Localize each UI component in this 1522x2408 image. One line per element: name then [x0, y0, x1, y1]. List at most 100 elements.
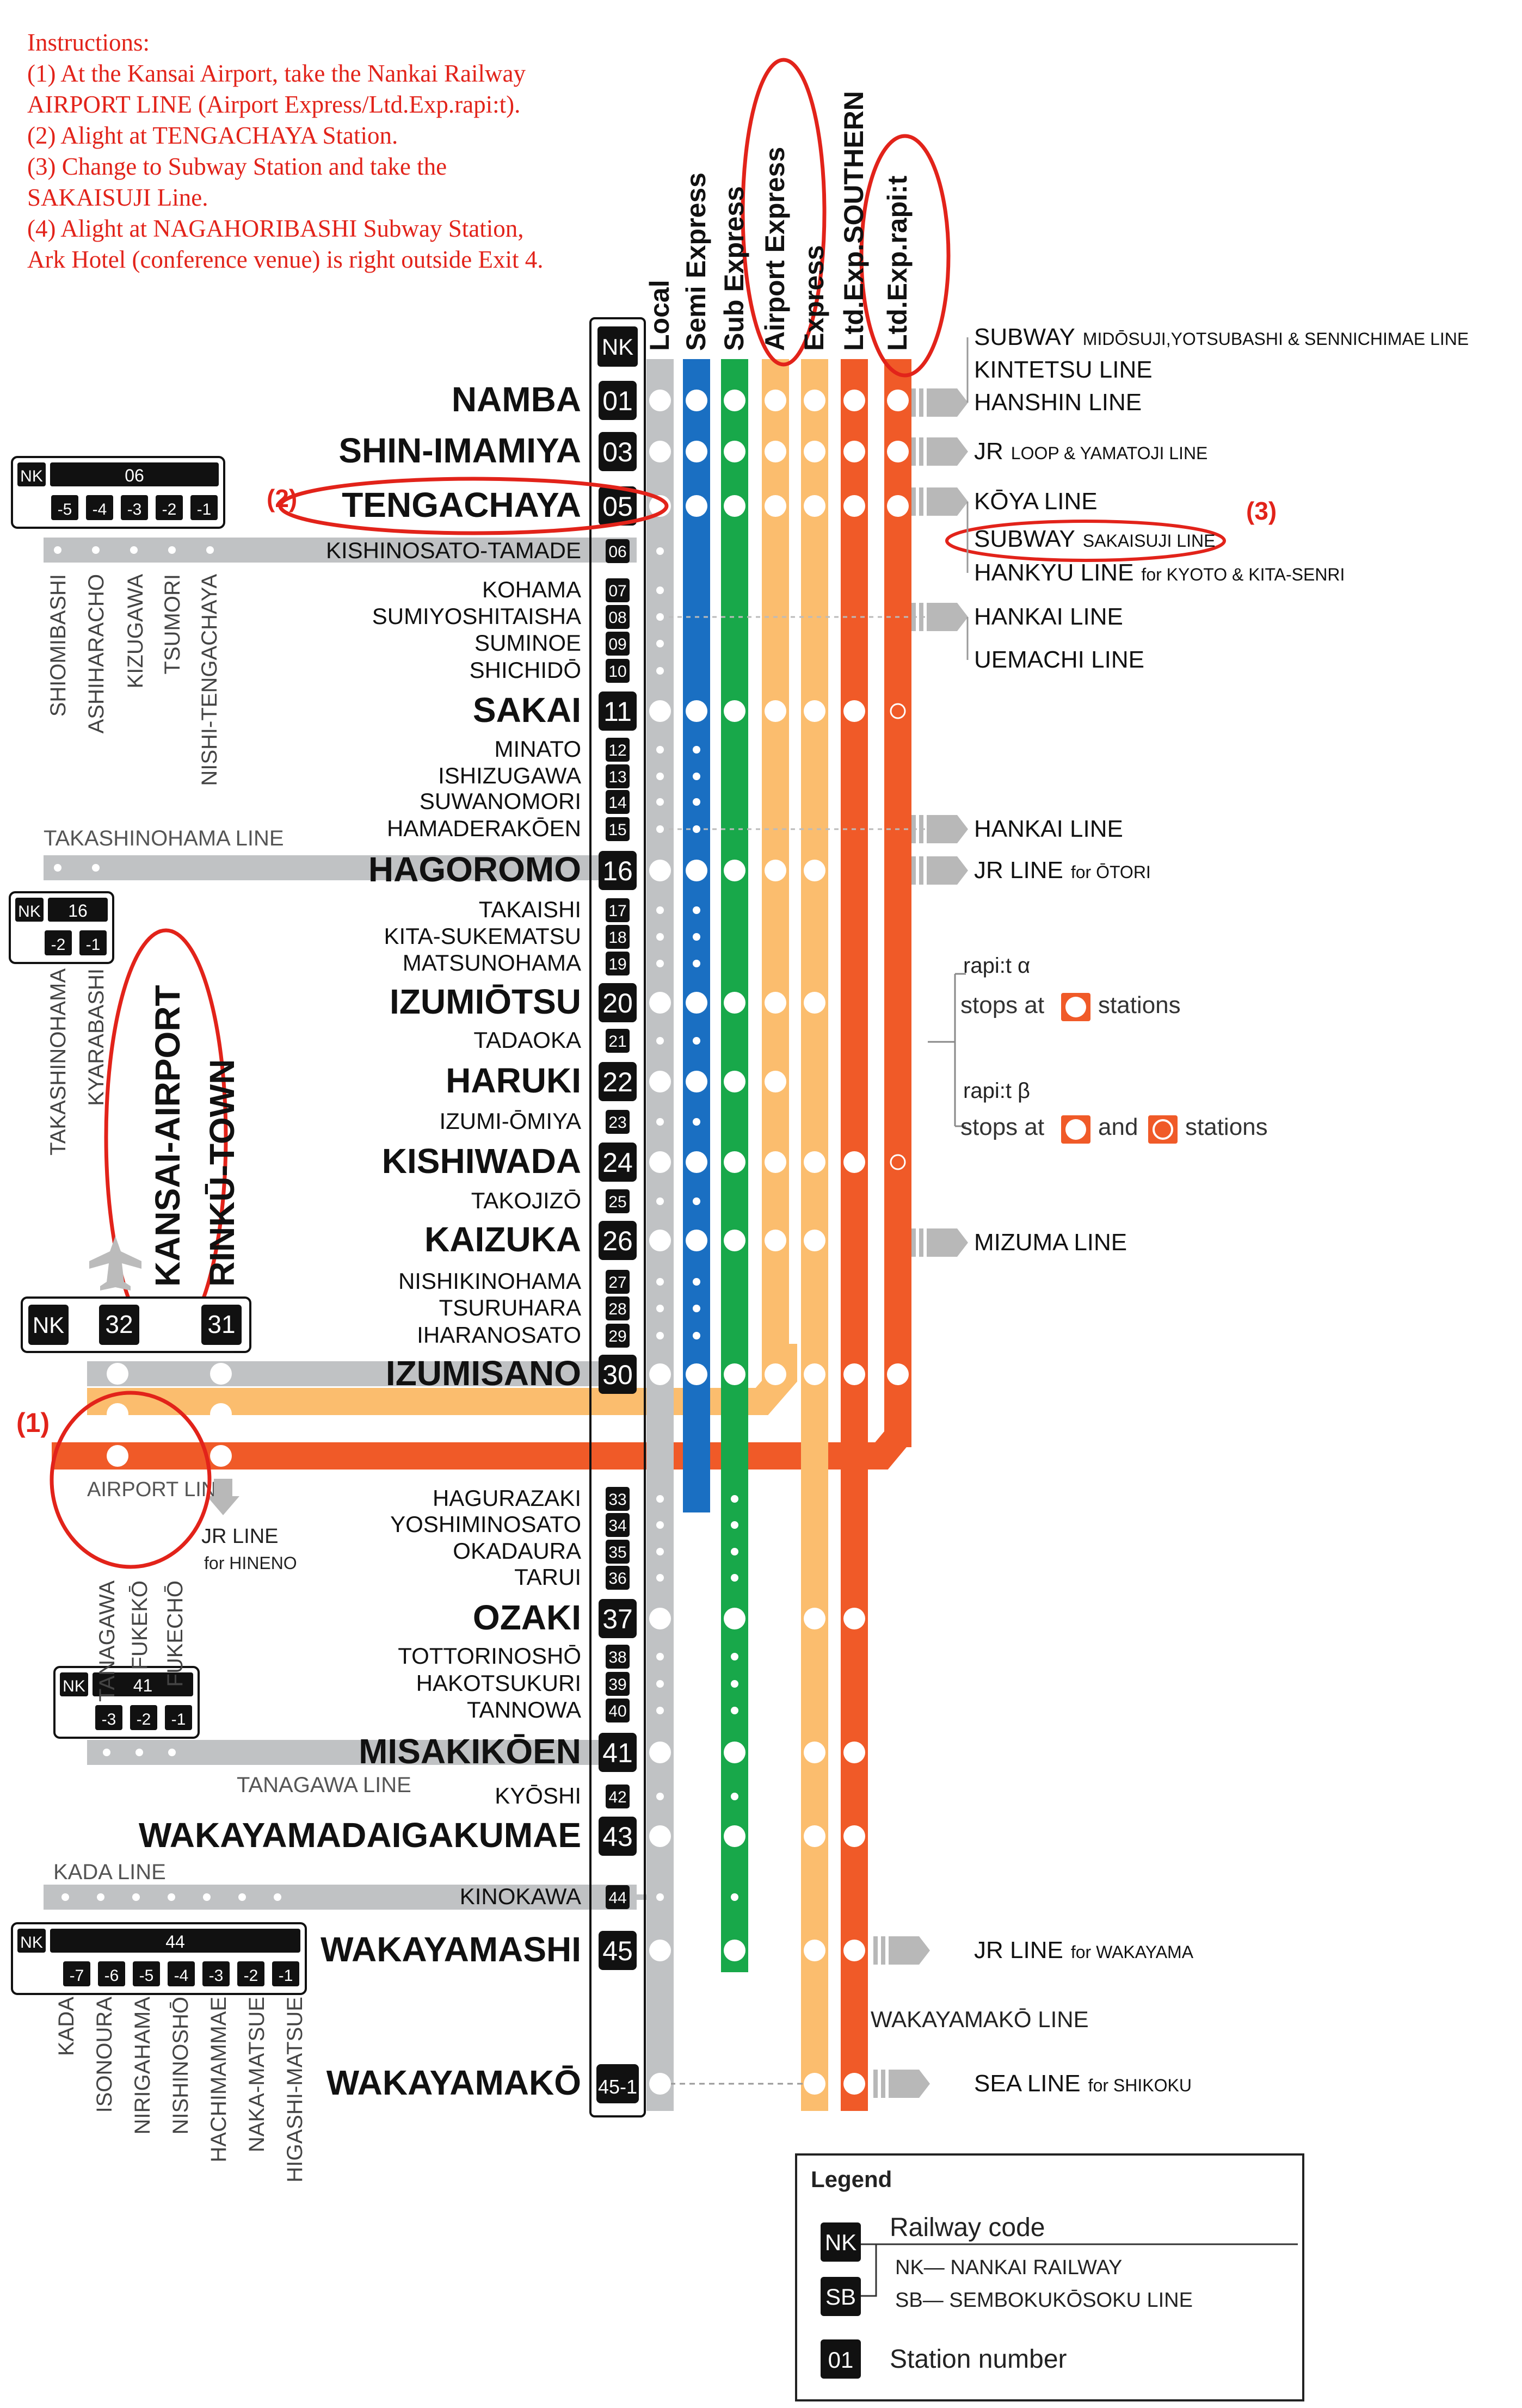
station-name: HAMADERAKŌEN — [387, 816, 581, 841]
airport-grey-bar — [87, 1361, 637, 1386]
station-name: OKADAURA — [453, 1538, 581, 1564]
stop-dot — [765, 700, 786, 722]
station-name: HARUKI — [446, 1061, 581, 1100]
stop-dot — [724, 860, 745, 881]
koya-branch-station: TSUMORI — [161, 574, 184, 674]
branch-sub-code: -2 — [244, 1967, 258, 1985]
station-number: 45 — [602, 1936, 633, 1966]
branch-dot — [92, 546, 100, 554]
branch-dot — [97, 1893, 104, 1901]
transfer-line: KŌYA LINE — [974, 488, 1098, 515]
stop-dot — [656, 1332, 664, 1339]
stop-dot — [724, 700, 745, 722]
station-number: 36 — [608, 1570, 626, 1588]
transfer-main: JR — [974, 438, 1003, 465]
station-number: 13 — [608, 768, 626, 786]
airport-station-dot — [210, 1445, 232, 1467]
stop-dot — [731, 1793, 738, 1800]
station-number: 08 — [608, 609, 626, 627]
airport-code: 31 — [207, 1310, 235, 1338]
instructions-line: Ark Hotel (conference venue) is right ou… — [27, 246, 544, 273]
stop-dot — [656, 1574, 664, 1582]
stop-dot — [887, 495, 909, 517]
kada-branch-station: KADA — [54, 1997, 78, 2056]
station-number: 26 — [602, 1226, 633, 1256]
stop-dot — [843, 441, 865, 462]
station-number-badge — [606, 1189, 630, 1213]
instructions: Instructions: (1) At the Kansai Airport,… — [27, 27, 626, 275]
jr-down-arrow-icon — [207, 1479, 239, 1515]
branch-dot — [238, 1893, 246, 1901]
transfer-sub: SAKAISUJI LINE — [1083, 531, 1216, 551]
transfer-sub: MIDŌSUJI,YOTSUBASHI & SENNICHIMAE LINE — [1083, 329, 1469, 349]
kada-branch-station: NIRIGAHAMA — [131, 1997, 155, 2135]
station-name: HAKOTSUKURI — [416, 1670, 581, 1696]
stop-dot — [804, 1151, 825, 1173]
stop-dot — [649, 390, 671, 411]
branch-dot — [92, 864, 100, 872]
station-number-badge — [606, 764, 630, 788]
station-number: 19 — [608, 955, 626, 973]
kada-branch-station: NISHINOSHŌ — [169, 1997, 193, 2134]
station-number: 22 — [602, 1067, 633, 1097]
stop-dot — [693, 1305, 700, 1312]
transfer-arrow-icon — [911, 856, 968, 885]
station-name: KITA-SUKEMATSU — [384, 923, 581, 949]
station-number: 41 — [602, 1738, 633, 1768]
transfer-main: HANKAI LINE — [974, 603, 1123, 630]
tanagawa-line-label: TANAGAWA LINE — [237, 1773, 411, 1797]
station-number-badge — [606, 1270, 630, 1294]
stop-dot — [649, 1825, 671, 1847]
branch-dot — [54, 864, 61, 872]
branch-sub-code: -2 — [162, 501, 177, 518]
station-name: HAGOROMO — [368, 850, 581, 889]
static-labels: NK TAKASHINOHAMA LINE TANAGAWA LINE KADA… — [16, 58, 1304, 2401]
stop-dot — [656, 613, 664, 621]
transfer-arrow-icon — [911, 815, 968, 843]
stop-dot — [804, 1608, 825, 1629]
instructions-line: SAKAISUJI Line. — [27, 184, 208, 211]
branch-sub-code: -3 — [209, 1967, 224, 1985]
kada-branch-station: HACHIMAMMAE — [207, 1997, 231, 2162]
station-number-badge — [599, 1062, 637, 1101]
station-name: IZUMISANO — [386, 1354, 581, 1393]
station-number-badge — [606, 1513, 630, 1537]
stop-dot — [649, 1071, 671, 1092]
legend-sb-box — [821, 2277, 861, 2316]
transfer-arrow-icon — [873, 1936, 930, 1965]
transfer-main: KINTETSU LINE — [974, 356, 1153, 383]
station-name: KAIZUKA — [424, 1220, 581, 1259]
station-number-badge — [606, 1885, 630, 1909]
stop-dot — [686, 700, 707, 722]
branch-dot — [168, 1893, 175, 1901]
stop-dot — [656, 933, 664, 941]
stop-dot — [693, 825, 700, 833]
stop-dot — [649, 992, 671, 1014]
stop-dot — [843, 1825, 865, 1847]
legend-railway-code: Railway code — [890, 2213, 1045, 2242]
station-number-badge — [606, 1324, 630, 1348]
stop-dot — [656, 1680, 664, 1688]
service-header: Semi Express — [681, 172, 711, 351]
stop-dot — [693, 960, 700, 967]
stop-dot — [724, 495, 745, 517]
transfer-main: SUBWAY — [974, 526, 1075, 552]
station-name: TAKOJIZŌ — [471, 1188, 581, 1213]
station-number: 15 — [608, 821, 626, 839]
station-number-frame — [589, 317, 646, 2117]
branch-sub-code: -4 — [174, 1967, 189, 1985]
station-number: 37 — [602, 1604, 633, 1634]
stop-dot — [731, 1495, 738, 1503]
station-name: TSURUHARA — [439, 1295, 581, 1320]
stop-dot — [804, 860, 825, 881]
stop-dot — [656, 1305, 664, 1312]
station-name: TADAOKA — [473, 1027, 581, 1053]
stop-dot — [693, 746, 700, 754]
station-number-badge — [606, 925, 630, 949]
branch-sub-code: -1 — [279, 1967, 293, 1985]
stop-dot — [804, 390, 825, 411]
